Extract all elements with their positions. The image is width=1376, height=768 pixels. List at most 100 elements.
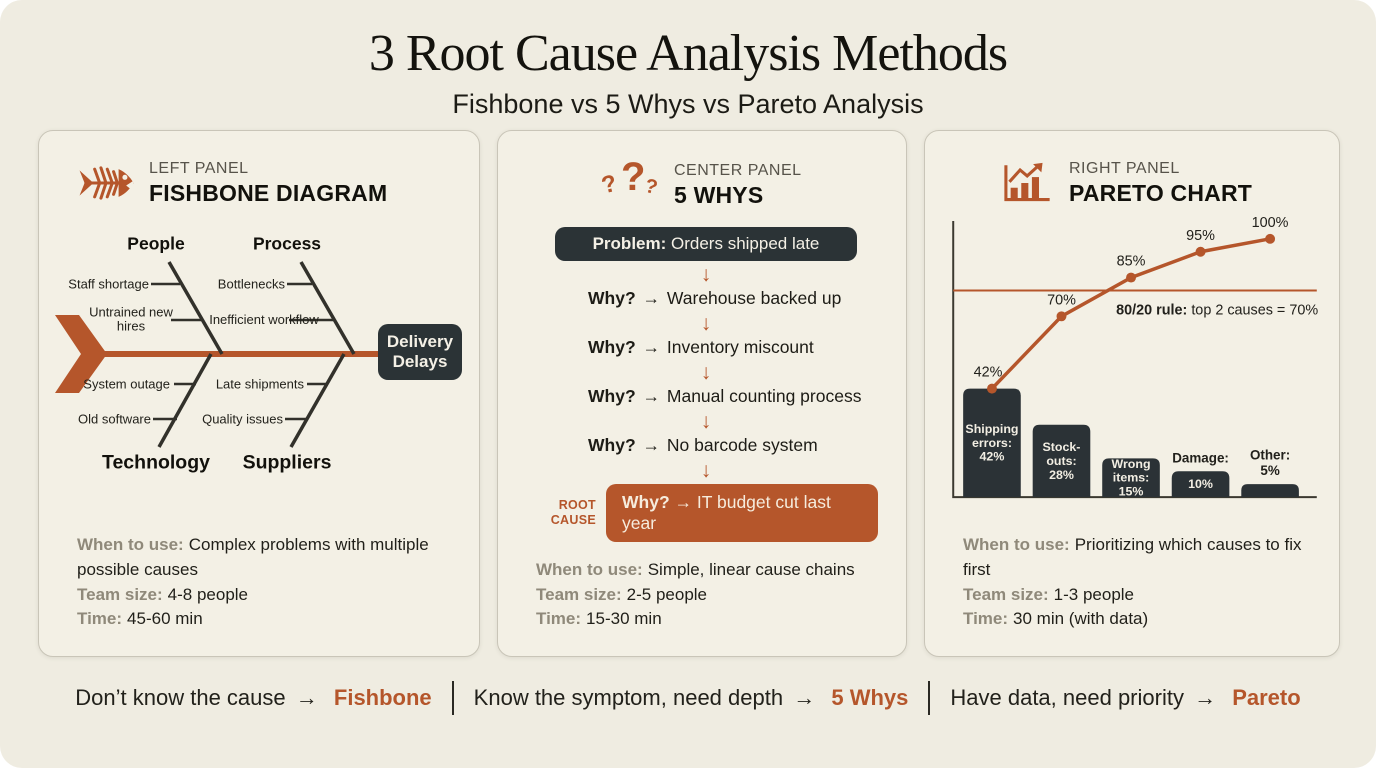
root-cause-tag: ROOT CAUSE	[550, 498, 596, 527]
cumulative-point	[1056, 311, 1067, 322]
problem-text: Orders shipped late	[671, 234, 820, 253]
team-size-value: 2-5 people	[626, 584, 708, 604]
five-whys-title: 5 WHYS	[674, 181, 764, 208]
category-people: People	[127, 233, 185, 254]
panel-fishbone: LEFT PANEL FISHBONE DIAGRAM	[38, 130, 480, 657]
cumulative-point	[1265, 233, 1276, 244]
when-to-use-value: Complex problems with multiple possible …	[77, 535, 429, 580]
team-size-label: Team size:	[77, 584, 163, 604]
divider	[928, 681, 931, 715]
when-to-use-value: Prioritizing which causes to fix first	[963, 535, 1302, 580]
page-subtitle: Fishbone vs 5 Whys vs Pareto Analysis	[452, 89, 924, 119]
why-row-1: Why? → Warehouse backed up	[588, 288, 842, 308]
bar-outside-label: Damage:	[1172, 450, 1229, 465]
down-arrow-icon: ↓	[700, 311, 712, 335]
fishbone-bones	[157, 261, 356, 448]
fishbone-ticks	[151, 282, 333, 421]
panels-row: LEFT PANEL FISHBONE DIAGRAM	[38, 130, 1340, 657]
bar-inside-label: 28%	[1049, 468, 1074, 482]
time-value: 45-60 min	[127, 609, 203, 629]
when-to-use-label: When to use:	[536, 560, 643, 580]
team-size-value: 1-3 people	[1053, 584, 1135, 604]
cumulative-label: 85%	[1117, 254, 1146, 270]
method-pareto: Pareto	[1232, 685, 1301, 710]
bar-inside-label: Stock-	[1043, 440, 1081, 454]
fishbone-lines	[55, 261, 403, 448]
bar-outside-label: Other:	[1250, 447, 1290, 462]
pareto-bar	[1102, 458, 1160, 498]
cumulative-point	[1126, 272, 1136, 283]
eighty-twenty-annotation: 80/20 rule: top 2 causes = 70%	[1116, 302, 1318, 318]
time-value: 15-30 min	[586, 609, 662, 629]
question-marks-icon: ? ? ?	[598, 155, 660, 200]
header: 3 Root Cause Analysis Methods Fishbone v…	[0, 0, 1376, 120]
time-label: Time:	[963, 609, 1009, 629]
bar-inside-label: 42%	[980, 450, 1005, 464]
decision-five-whys: Know the symptom, need depth → 5 Whys	[473, 685, 909, 710]
pareto-bar	[1241, 484, 1299, 498]
down-arrow-icon: ↓	[700, 263, 712, 286]
pareto-title: PARETO CHART	[1069, 179, 1252, 206]
cumulative-label: 100%	[1252, 215, 1289, 231]
fishbone-icon	[77, 157, 135, 209]
when-to-use-value: Simple, linear cause chains	[647, 560, 855, 580]
root-cause-row: ROOT CAUSE Why? → IT budget cut last yea…	[534, 483, 878, 542]
category-process: Process	[252, 233, 322, 254]
time-label: Time:	[77, 609, 123, 629]
down-arrow-icon: ↓	[700, 409, 712, 433]
pareto-bar	[1032, 424, 1091, 498]
problem-box: Problem: Orders shipped late	[555, 227, 857, 261]
method-fishbone: Fishbone	[333, 685, 432, 710]
five-whys-kicker: CENTER PANEL	[674, 161, 802, 179]
cause-old-software: Old software	[78, 411, 151, 427]
pareto-bar	[1171, 471, 1230, 498]
arrow-icon: →	[295, 685, 318, 710]
bar-inside-label: outs:	[1046, 454, 1076, 468]
method-five-whys: 5 Whys	[831, 685, 909, 710]
effect-box-delivery-delays: Delivery Delays	[378, 324, 462, 380]
bar-chart-trend-icon	[997, 157, 1055, 209]
cause-staff-shortage: Staff shortage	[68, 276, 149, 292]
cumulative-label: 42%	[974, 365, 1003, 381]
decision-pareto: Have data, need priority → Pareto	[950, 685, 1301, 710]
why-row-2: Why? → Inventory miscount	[588, 336, 814, 357]
root-cause-box: Why? → IT budget cut last year	[606, 483, 878, 542]
team-size-value: 4-8 people	[167, 584, 249, 604]
fishbone-title: FISHBONE DIAGRAM	[149, 179, 388, 206]
bar-inside-label: Shipping	[965, 422, 1018, 436]
bar-inside-label: errors:	[972, 436, 1012, 450]
fishbone-kicker: LEFT PANEL	[149, 159, 249, 177]
team-size-label: Team size:	[536, 584, 622, 604]
pareto-panel-header: RIGHT PANEL PARETO CHART	[925, 131, 1339, 209]
cause-untrained-hires: Untrained new hires	[89, 304, 173, 334]
category-suppliers: Suppliers	[242, 451, 332, 474]
fishbone-usage-notes: When to use:Complex problems with multip…	[39, 533, 479, 656]
when-to-use-label: When to use:	[77, 535, 184, 555]
five-whys-usage-notes: When to use:Simple, linear cause chains …	[498, 558, 906, 656]
cumulative-point	[1195, 246, 1206, 257]
cause-inefficient-workflow: Inefficient workflow	[209, 311, 319, 327]
fishbone-diagram: People Process Technology Suppliers Staf…	[39, 217, 479, 517]
cause-quality-issues: Quality issues	[202, 411, 283, 427]
bar-outside-label: 5%	[1260, 463, 1279, 478]
pareto-usage-notes: When to use:Prioritizing which causes to…	[925, 533, 1339, 656]
fishbone-panel-header: LEFT PANEL FISHBONE DIAGRAM	[39, 131, 479, 209]
down-arrow-icon: ↓	[700, 360, 712, 384]
bar-inside-label: 10%	[1188, 477, 1213, 491]
team-size-label: Team size:	[963, 584, 1049, 604]
divider	[451, 681, 454, 715]
decision-fishbone: Don’t know the cause → Fishbone	[75, 685, 432, 710]
down-arrow-icon: ↓	[700, 458, 712, 482]
pareto-chart-svg: Shippingerrors:42%Stock-outs:28%Wrongite…	[952, 215, 1318, 499]
cause-system-outage: System outage	[83, 376, 170, 392]
category-technology: Technology	[102, 451, 210, 474]
pareto-kicker: RIGHT PANEL	[1069, 159, 1180, 177]
five-whys-panel-header: ? ? ? CENTER PANEL 5 WHYS	[498, 131, 906, 213]
cumulative-point	[986, 383, 997, 394]
five-whys-chain: Problem: Orders shipped late ↓ Why? → Wa…	[498, 213, 906, 542]
arrow-icon: →	[793, 685, 816, 710]
cumulative-label: 95%	[1186, 228, 1215, 244]
when-to-use-label: When to use:	[963, 535, 1070, 555]
